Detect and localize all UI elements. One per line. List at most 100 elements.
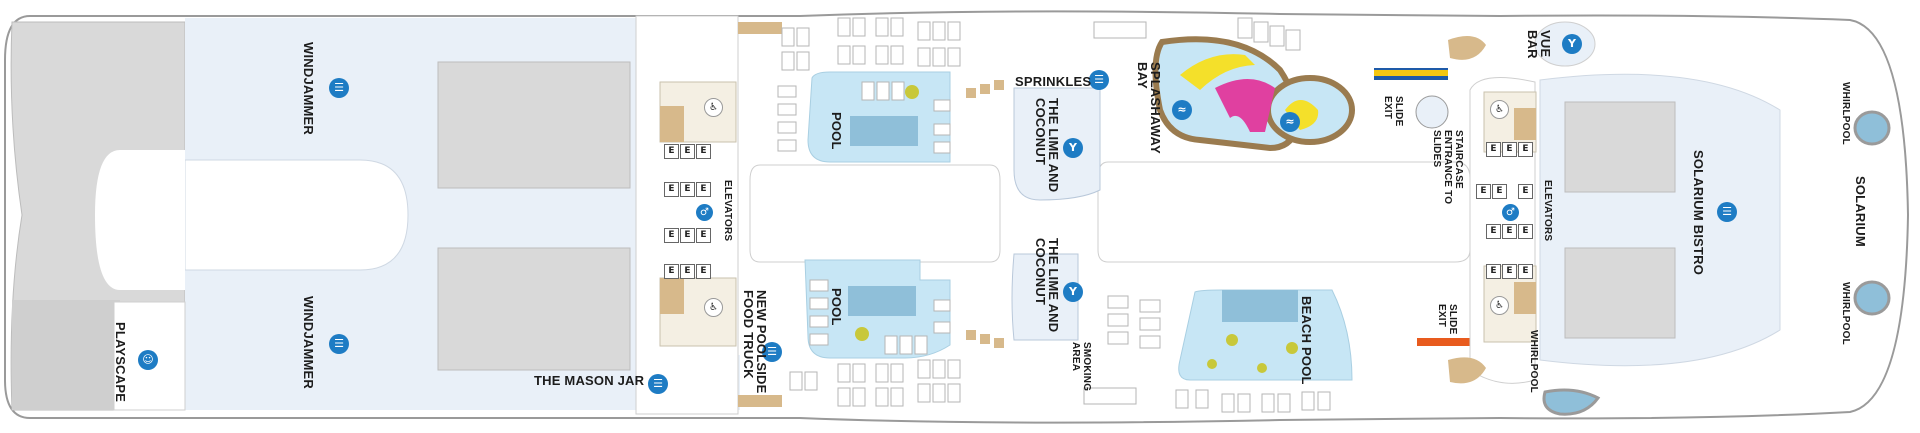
food-truck-bar-bottom (738, 395, 782, 407)
wood-top (660, 106, 684, 142)
whirlpool-bottom-label[interactable]: WHIRLPOOL (1840, 282, 1851, 345)
dining-icon[interactable]: ☰ (1717, 202, 1737, 222)
restroom-icon: ♂ (696, 204, 713, 221)
pool-top-deep (850, 116, 918, 146)
dining-icon[interactable]: ☰ (329, 78, 349, 98)
elevator-button: E (1492, 184, 1507, 199)
elevator-button: E (1502, 224, 1517, 239)
food-truck-label[interactable]: NEW POOLSIDE FOOD TRUCK (741, 290, 769, 394)
whirlpool-top-label[interactable]: WHIRLPOOL (1840, 82, 1851, 145)
windjammer-center (184, 159, 409, 271)
slide-exit-top-2 (1374, 70, 1448, 76)
elevator-button: E (1502, 264, 1517, 279)
dining-icon[interactable]: ☰ (648, 374, 668, 394)
elevator-button: E (696, 182, 711, 197)
elevator-button: E (1502, 142, 1517, 157)
windjammer-lane (95, 150, 185, 290)
pool-walkway-center (749, 164, 1001, 263)
wheelchair-icon: ♿ (1490, 296, 1509, 315)
beach-pool-deep (1222, 290, 1298, 322)
aft-curve (12, 300, 120, 410)
elevator-button: E (696, 228, 711, 243)
food-truck-bar-top (738, 22, 782, 34)
lime-coconut-top-label[interactable]: THE LIME AND COCONUT (1033, 98, 1061, 193)
lime-bar-top (1013, 87, 1101, 201)
smoking-area-label[interactable]: SMOKING AREA (1070, 342, 1092, 392)
playscape-label[interactable]: PLAYSCAPE (113, 322, 128, 403)
restroom-icon: ♂ (1502, 204, 1519, 221)
pool-top-label[interactable]: POOL (829, 112, 844, 150)
wood-bottom (660, 278, 684, 314)
elevators-aft-label: ELEVATORS (1542, 180, 1553, 242)
wood-fwd-top (1514, 108, 1536, 140)
solarium-service-bottom (1564, 247, 1676, 339)
vue-bar-label[interactable]: VUE BAR (1525, 30, 1553, 59)
elevator-button: E (1486, 142, 1501, 157)
solarium-bistro-label[interactable]: SOLARIUM BISTRO (1691, 150, 1706, 276)
lime-bar-bottom (1011, 253, 1079, 341)
whirlpool-mid (1542, 388, 1601, 416)
elevator-button: E (1486, 264, 1501, 279)
service-block-bottom (437, 247, 631, 371)
lime-coconut-bottom-label[interactable]: THE LIME AND COCONUT (1033, 238, 1061, 333)
wood-fwd-bottom (1514, 282, 1536, 314)
splashaway-label[interactable]: SPLASHAWAY BAY (1135, 62, 1163, 154)
staircase-wood-top (1448, 36, 1486, 60)
splash-pool-icon[interactable]: ≈ (1280, 112, 1300, 132)
elevator-button: E (680, 144, 695, 159)
kids-club-icon[interactable]: ☺ (138, 350, 158, 370)
dining-icon[interactable]: ☰ (1089, 70, 1109, 90)
slide-exit-top-label[interactable]: SLIDE EXIT (1382, 96, 1404, 127)
wheelchair-icon: ♿ (1490, 100, 1509, 119)
staircase-wood-bottom (1448, 357, 1486, 384)
staircase-label[interactable]: STAIRCASE ENTRANCE TO SLIDES (1431, 130, 1464, 205)
wheelchair-icon: ♿ (704, 298, 723, 317)
elevator-button: E (664, 182, 679, 197)
elevator-button: E (1518, 224, 1533, 239)
elevator-button: E (696, 264, 711, 279)
whirlpool-mid-label[interactable]: WHIRLPOOL (1528, 330, 1539, 393)
slide-yellow-2 (1285, 100, 1319, 130)
elevators-fwd-label: ELEVATORS (722, 180, 733, 242)
deck-chairs (777, 17, 1331, 413)
elevator-button: E (664, 144, 679, 159)
whirlpool-bottom (1853, 280, 1891, 316)
windjammer-bottom-label[interactable]: WINDJAMMER (301, 296, 316, 389)
mason-jar-label[interactable]: THE MASON JAR (534, 373, 645, 388)
elevator-button: E (1476, 184, 1491, 199)
pool-walkway-aft (1097, 161, 1471, 263)
sun-umbrellas (855, 85, 1298, 373)
whirlpool-top (1853, 110, 1891, 146)
solarium-label[interactable]: SOLARIUM (1853, 176, 1868, 247)
wheelchair-icon: ♿ (704, 98, 723, 117)
elevator-button: E (664, 264, 679, 279)
windjammer-top-label[interactable]: WINDJAMMER (301, 42, 316, 135)
pool-bottom-label[interactable]: POOL (829, 288, 844, 326)
elevator-button: E (680, 228, 695, 243)
elevator-button: E (664, 228, 679, 243)
pool-bottom-deep (848, 286, 916, 316)
cocktail-icon[interactable]: Y (1063, 282, 1083, 302)
service-block-top (437, 61, 631, 189)
sprinkles-label[interactable]: SPRINKLES (1015, 74, 1092, 89)
splash-pool-icon[interactable]: ≈ (1172, 100, 1192, 120)
beach-pool-label[interactable]: BEACH POOL (1299, 296, 1314, 385)
staircase-circle (1415, 95, 1449, 129)
dining-icon[interactable]: ☰ (762, 342, 782, 362)
cocktail-icon[interactable]: Y (1562, 34, 1582, 54)
slide-yellow (1180, 54, 1255, 90)
slide-pink (1215, 79, 1275, 132)
elevator-button: E (1518, 264, 1533, 279)
elevator-button: E (696, 144, 711, 159)
dining-icon[interactable]: ☰ (329, 334, 349, 354)
solarium-service-top (1564, 101, 1676, 193)
slide-exit-bottom-label[interactable]: SLIDE EXIT (1436, 304, 1458, 335)
elevator-button: E (1518, 184, 1533, 199)
elevator-button: E (680, 182, 695, 197)
stairs-markers (966, 80, 1004, 348)
cocktail-icon[interactable]: Y (1063, 138, 1083, 158)
elevator-button: E (1518, 142, 1533, 157)
elevator-button: E (680, 264, 695, 279)
